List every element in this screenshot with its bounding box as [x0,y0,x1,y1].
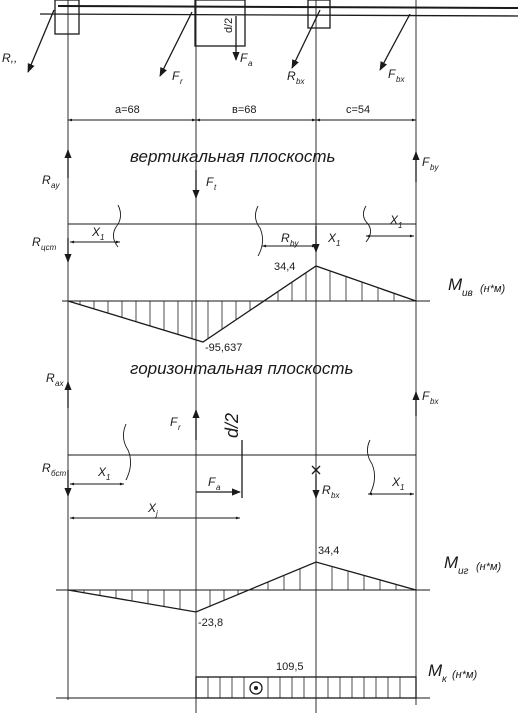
torque-hatch [207,677,401,698]
fbx-top-sub: bx [396,75,405,84]
fr-top-arrow [159,11,193,77]
x1-h-right-label: X [391,475,401,489]
vertical-moment-diagram: 34,4 -95,637 M ив (н*м) [62,261,506,354]
fr-h-sub: r [178,423,181,432]
vertical-moment-peak: 34,4 [274,261,295,273]
vertical-moment-hatch [79,271,395,339]
x2-sub: j [155,509,158,518]
rbx-h-sub: bx [331,491,340,500]
vertical-moment-units: (н*м) [480,283,506,295]
span-a-label: a=68 [115,104,140,116]
x1-left-break [113,204,121,248]
x1-h-right-break [367,439,375,495]
left-bearing-box [54,0,80,35]
rby-sub: by [290,239,299,248]
vertical-moment-label: M [448,275,463,294]
torque-block [195,676,417,699]
rbx-top-arrow [291,9,321,69]
r-cons-label: R [32,235,41,249]
ft-label: F [206,175,214,189]
fby-label: F [422,155,430,169]
x1-h-left-sub: 1 [106,473,110,482]
fbx-top-arrow [379,13,411,71]
fr-top-label: F [172,69,180,83]
horizontal-plane-title: горизонтальная плоскость [130,359,353,378]
r-cons-sub: цст [41,243,57,252]
x1-mid-label: X [327,231,337,245]
vertical-moment-sub: ив [462,288,473,299]
fby-sub: by [430,163,439,172]
r-left-label: R,, [2,51,17,65]
horizontal-moment-hatch [83,566,397,609]
rbx-h-label: R [322,483,331,497]
rby-break [255,205,263,257]
vertical-plane-title: вертикальная плоскость [130,147,335,166]
top-load-sketch: R,, F r d/2 F a R bx F bx [2,0,518,86]
horizontal-moment-min: -23,8 [198,617,223,629]
span-c-label: c=54 [346,104,370,116]
torque-sign-dot [254,686,258,690]
x1-left-sub: 1 [100,233,104,242]
vertical-plane-loads: вертикальная плоскость R ay F t F by R ц… [32,147,439,263]
rbx-top-sub: bx [296,77,305,86]
fbx-top-label: F [388,67,396,81]
ray-sub: ay [51,181,60,190]
horizontal-moment-diagram: 34,4 -23,8 M иг (н*м) [56,545,502,629]
vertical-moment-min: -95,637 [205,342,242,354]
r-cons-h-label: R [42,461,51,475]
rbx-h-cross-b [311,465,321,475]
fa-h-label: F [208,475,216,489]
fr-h-label: F [170,415,178,429]
d-half-top-label: d/2 [223,18,235,33]
rby-label: R [281,231,290,245]
r-cons-h-sub: бст [51,469,67,478]
horizontal-plane-loads: горизонтальная плоскость R ax F bx F r d… [42,359,439,520]
fa-h-sub: a [216,483,221,492]
torque-label: M [428,661,443,680]
x1-left-label: X [91,225,101,239]
d-half-h-label: d/2 [222,413,242,438]
rax-label: R [46,371,55,385]
x1-h-left-break [123,423,131,481]
x1-h-left-label: X [97,465,107,479]
fbx-h-sub: bx [430,397,439,406]
torque-sign-circle [249,681,263,695]
vertical-moment-curve [67,265,417,343]
gear-hub-box [194,0,246,47]
torque-diagram: 109,5 M к (н*м) [56,661,478,699]
torque-units: (н*м) [452,669,478,681]
x1-mid-sub: 1 [336,239,340,248]
x2-label: X [147,501,157,515]
horizontal-moment-peak: 34,4 [318,545,339,557]
right-bearing-box [307,0,331,29]
rax-sub: ax [55,379,64,388]
fa-top-sub: a [248,59,253,68]
x1-right-sub: 1 [398,221,402,230]
torque-sub: к [442,674,448,685]
rbx-top-label: R [287,69,296,83]
horizontal-moment-units: (н*м) [476,561,502,573]
x1-h-right-sub: 1 [400,483,404,492]
span-dimensions: a=68 в=68 c=54 [67,104,417,122]
ft-sub: t [214,183,217,192]
shaft-bottom-line [39,13,518,17]
r-left-arrow [27,9,55,73]
torque-value: 109,5 [276,661,304,673]
shaft-top-line [57,5,518,9]
ray-label: R [42,173,51,187]
fa-top-label: F [240,51,248,65]
fr-top-sub: r [180,77,183,86]
horizontal-moment-sub: иг [458,566,469,577]
fbx-h-label: F [422,389,430,403]
x1-right-label: X [389,213,399,227]
horizontal-moment-label: M [444,553,459,572]
span-b-label: в=68 [232,104,257,116]
